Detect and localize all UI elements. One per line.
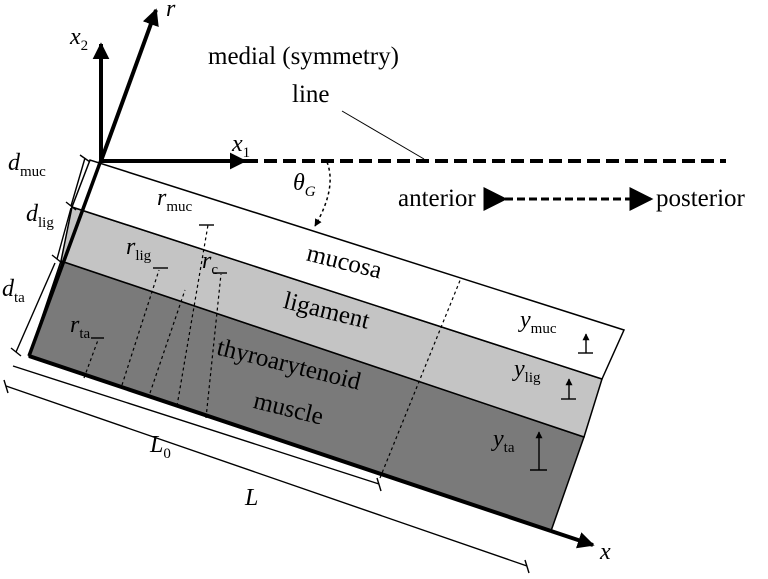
x2-label: x2 (69, 24, 88, 54)
l0-label: L0 (149, 432, 171, 462)
d-ta-label: dta (2, 276, 25, 306)
r-axis (99, 8, 159, 162)
anterior-label: anterior (398, 185, 476, 212)
x-axis-label: x (599, 539, 611, 565)
theta-arc (314, 161, 331, 227)
y-ta-label: yta (491, 426, 515, 456)
d-lig-label: dlig (26, 201, 54, 231)
x-axis-arrow (550, 529, 595, 549)
l-label: L (244, 485, 258, 511)
r-ta-label: rta (70, 312, 91, 342)
mucosa-layer (71, 159, 626, 380)
length-dimensions (3, 365, 530, 574)
r-lig-label: rlig (126, 234, 152, 264)
r-c-label: rc (202, 248, 218, 278)
thickness-dimensions (10, 154, 91, 357)
bottom-edge (28, 354, 552, 533)
r-markers (91, 224, 227, 339)
r-axis-label: r (166, 0, 176, 22)
medial-edge (27, 159, 103, 357)
d-muc-label: dmuc (8, 150, 46, 180)
line-leader (341, 110, 425, 160)
y-arrows (530, 333, 593, 471)
line-label: line (292, 81, 330, 108)
medial-label: medial (symmetry) (208, 43, 399, 70)
y-lig-label: ylig (512, 356, 541, 386)
theta-g-label: θG (293, 170, 316, 200)
r-muc-label: rmuc (157, 185, 193, 215)
dotted-dividers (83, 224, 462, 479)
y-muc-label: ymuc (518, 307, 557, 337)
x1-label: x1 (231, 131, 250, 161)
posterior-label: posterior (656, 185, 746, 212)
